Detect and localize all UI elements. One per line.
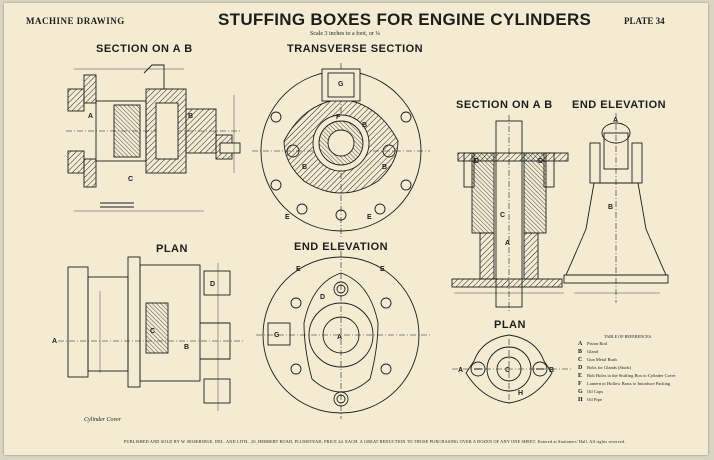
sheet-title: STUFFING BOXES FOR ENGINE CYLINDERS (218, 10, 592, 29)
title-plan-left: PLAN (156, 243, 188, 255)
title-plan-right: PLAN (494, 319, 526, 331)
label-letter-b-1: B (188, 113, 193, 120)
title-end-elevation-right: END ELEVATION (572, 99, 667, 111)
header-left: MACHINE DRAWING (26, 16, 125, 26)
label-letter-a-4: A (52, 338, 57, 345)
label-letter-b-2: B (362, 122, 367, 129)
label-letter-g-1: G (338, 81, 344, 88)
label-letter-a-2: A (505, 240, 510, 247)
title-section-ab-left: SECTION ON A B (96, 43, 193, 55)
drawing-sheet: MACHINE DRAWING STUFFING BOXES FOR ENGIN… (4, 3, 708, 455)
title-end-elevation-mid: END ELEVATION (294, 241, 389, 253)
drawing-end-elevation-mid (256, 251, 432, 419)
label-letter-a-6: A (458, 367, 463, 374)
title-section-ab-right: SECTION ON A B (456, 99, 553, 111)
label-cylinder-cover: Cylinder Cover (84, 417, 122, 423)
label-letter-d-1: D (474, 158, 479, 165)
label-letter-b-5: B (608, 204, 613, 211)
label-letter-e-2: E (285, 214, 290, 221)
drawing-section-ab-right (451, 115, 569, 311)
label-letter-a-3: A (613, 117, 618, 124)
label-letter-b-7: B (549, 367, 554, 374)
label-letter-c-4: C (505, 367, 510, 374)
drawings: A B C B F B B G E E A C D D A B A C B D … (52, 63, 669, 423)
publisher-footer: PUBLISHED AND SOLD BY W. BOSERIDGE, DEL.… (124, 439, 626, 444)
label-letter-d-3: D (210, 281, 215, 288)
label-letter-c-1: C (128, 176, 133, 183)
label-letter-g-2: G (274, 332, 280, 339)
reference-table-title: TABLE OF REFERENCES. (604, 334, 652, 339)
label-letter-e-1: E (367, 214, 372, 221)
label-letter-b-6: B (184, 344, 189, 351)
label-letter-b-3: B (382, 164, 387, 171)
drawing-section-ab-left (66, 64, 241, 212)
label-letter-d-2: D (538, 158, 543, 165)
scale-note: Scale 3 inches to a foot, or ¼ (310, 31, 380, 37)
label-letter-h-1: H (518, 390, 523, 397)
label-letter-c-3: C (150, 328, 155, 335)
label-letter-f-1: F (336, 114, 341, 121)
label-letter-c-2: C (500, 212, 505, 219)
drawing-end-elevation-right (563, 113, 669, 303)
label-letter-a-1: A (88, 113, 93, 120)
label-letter-e-4: E (296, 266, 301, 273)
drawing-plan-left (58, 256, 244, 411)
label-letter-a-5: A (337, 334, 342, 341)
plate-number: PLATE 34 (624, 16, 665, 26)
title-transverse-section: TRANSVERSE SECTION (287, 43, 424, 55)
label-letter-b-4: B (302, 164, 307, 171)
drawing-plan-right (452, 334, 572, 404)
drawing-transverse-section (252, 63, 430, 239)
label-letter-e-3: E (380, 266, 385, 273)
label-letter-d-4: D (320, 294, 325, 301)
